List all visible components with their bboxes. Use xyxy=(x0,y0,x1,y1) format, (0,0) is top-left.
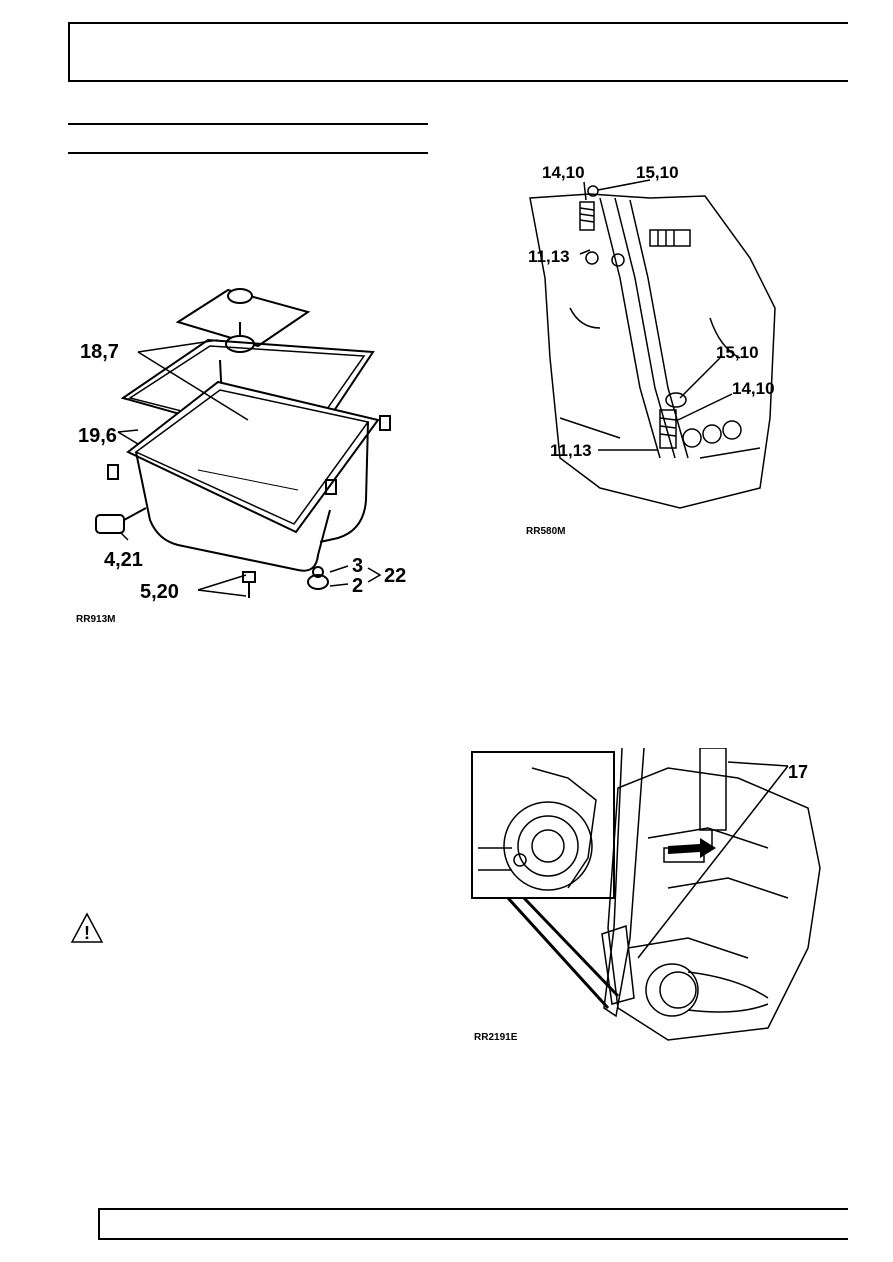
oil-pan-exploded-diagram: 18,7 19,6 4,21 5,20 3 2 22 RR913M xyxy=(76,288,406,625)
tool-fitting-drawing xyxy=(471,748,821,1041)
section-rule-top xyxy=(68,123,428,125)
callout-11-13-top: 11,13 xyxy=(528,247,570,266)
callout-14-10-top: 14,10 xyxy=(542,163,585,182)
callout-18-7: 18,7 xyxy=(80,341,119,363)
callout-11-13-lower: 11,13 xyxy=(550,441,592,460)
figure-ref-rr580m: RR580M xyxy=(526,526,565,537)
section-rule-bottom xyxy=(68,152,428,154)
callout-15-10-top: 15,10 xyxy=(636,163,679,182)
callout-2: 2 xyxy=(352,575,363,597)
callout-17: 17 xyxy=(788,762,808,782)
callout-19-6: 19,6 xyxy=(78,425,117,447)
warning-triangle-icon: ! xyxy=(70,912,104,943)
valve-block-diagram: 14,10 15,10 11,13 15,10 14,10 11,13 RR58… xyxy=(526,163,776,537)
figure-ref-rr2191e: RR2191E xyxy=(474,1032,518,1043)
oil-pan-drawing xyxy=(95,288,391,598)
valve-block-drawing xyxy=(529,179,776,509)
tool-fitting-diagram: 17 RR2191E xyxy=(471,748,821,1043)
figure-ref-rr913m: RR913M xyxy=(76,614,115,625)
callout-15-10-lower: 15,10 xyxy=(716,343,759,362)
callout-22: 22 xyxy=(384,565,406,587)
direction-arrow-icon xyxy=(668,838,716,858)
warning-symbol: ! xyxy=(84,923,90,943)
callout-4-21: 4,21 xyxy=(104,549,143,571)
page-footer-box xyxy=(98,1208,848,1240)
callout-14-10-lower: 14,10 xyxy=(732,379,775,398)
page-header-box xyxy=(68,22,848,82)
callout-5-20: 5,20 xyxy=(140,581,179,603)
callout-3: 3 xyxy=(352,555,363,577)
